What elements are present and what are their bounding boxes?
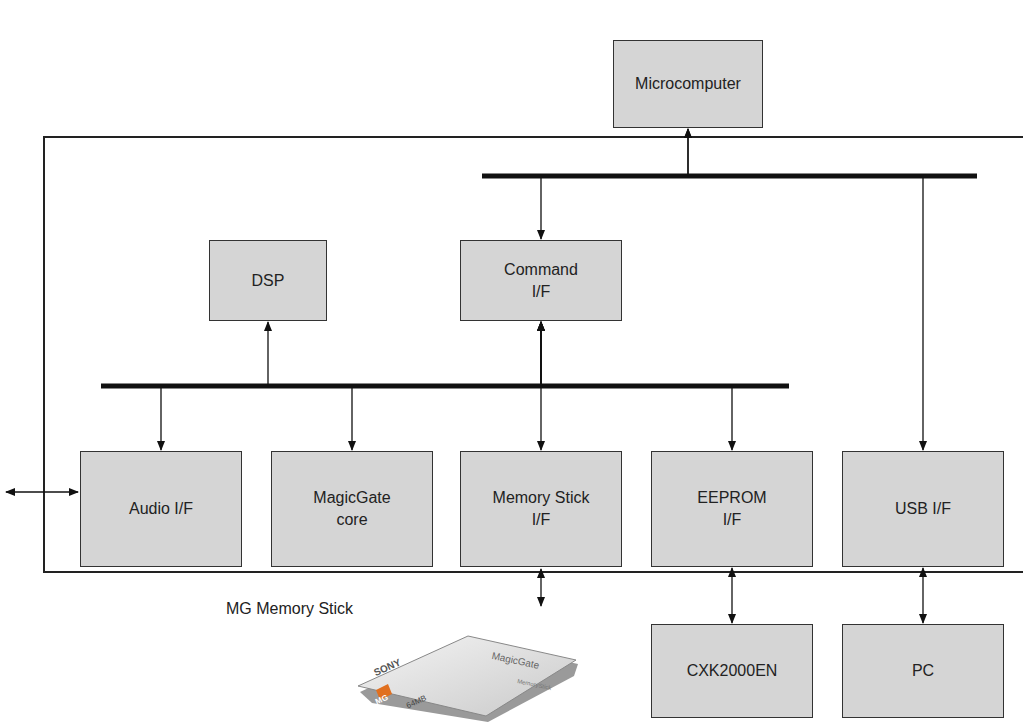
box-label: PC bbox=[912, 660, 934, 682]
part-label: MG Memory Stick bbox=[226, 600, 353, 618]
box-text-column: Command I/F bbox=[501, 259, 581, 303]
bus-connector bbox=[161, 322, 541, 450]
box-text-column: Audio I/F bbox=[129, 498, 193, 520]
box-label: CXK2000EN bbox=[687, 660, 778, 682]
block-box: Command I/F bbox=[460, 240, 622, 321]
box-text-column: MagicGate core bbox=[302, 487, 402, 531]
box-text-column: Microcomputer bbox=[635, 73, 741, 95]
block-box: Microcomputer bbox=[613, 40, 763, 128]
block-box: DSP bbox=[209, 240, 327, 321]
box-label: EEPROM I/F bbox=[687, 487, 777, 531]
box-text-column: PC bbox=[912, 660, 934, 682]
block-box: MagicGate core bbox=[271, 451, 433, 567]
bus-connector bbox=[268, 322, 541, 386]
bus-connector bbox=[731, 568, 732, 623]
stick-port-arrow bbox=[540, 569, 541, 606]
box-label: Command I/F bbox=[501, 259, 581, 303]
box-text-column: CXK2000EN bbox=[687, 660, 778, 682]
box-label: MagicGate core bbox=[302, 487, 402, 531]
box-label: Microcomputer bbox=[635, 73, 741, 95]
block-box: Memory Stick I/F bbox=[460, 451, 622, 567]
box-label: DSP bbox=[252, 270, 285, 292]
bus-connector bbox=[541, 322, 732, 450]
box-text-column: Memory Stick I/F bbox=[486, 487, 596, 531]
bus-connector bbox=[352, 322, 541, 450]
box-text-column: USB I/F bbox=[895, 498, 951, 520]
memory-stick-card bbox=[358, 636, 578, 722]
block-box: Audio I/F bbox=[80, 451, 242, 567]
bus-connector bbox=[922, 568, 923, 623]
bus-connector bbox=[541, 129, 688, 239]
box-text-column: DSP bbox=[252, 270, 285, 292]
audio-port-arrow bbox=[6, 491, 78, 492]
box-label: Memory Stick I/F bbox=[486, 487, 596, 531]
box-text-column: EEPROM I/F bbox=[687, 487, 777, 531]
box-label: Audio I/F bbox=[129, 498, 193, 520]
block-box: USB I/F bbox=[842, 451, 1004, 567]
block-box: EEPROM I/F bbox=[651, 451, 813, 567]
bus-connector bbox=[688, 129, 923, 450]
chip-outline bbox=[44, 137, 1023, 572]
block-box: PC bbox=[842, 624, 1004, 718]
box-label: USB I/F bbox=[895, 498, 951, 520]
block-box: CXK2000EN bbox=[651, 624, 813, 718]
